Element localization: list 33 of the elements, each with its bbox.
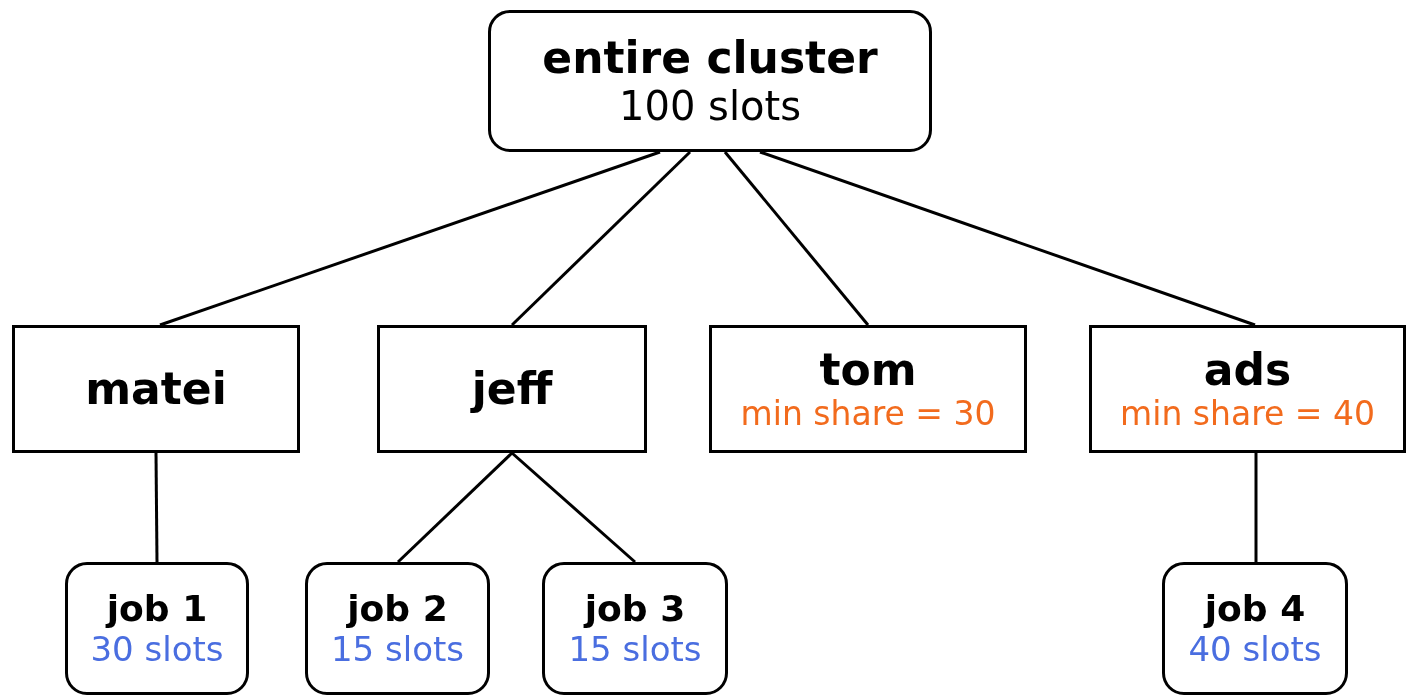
node-subtitle: 100 slots [619, 83, 801, 130]
node-subtitle: 30 slots [90, 629, 224, 669]
rounded-box [542, 562, 728, 695]
node-title: jeff [471, 363, 553, 415]
node-title: job 4 [1204, 588, 1306, 630]
box [377, 325, 647, 453]
connector-line [396, 451, 514, 564]
node-subtitle: 15 slots [330, 629, 465, 669]
connector-line [511, 451, 636, 564]
node-title: job 1 [106, 588, 208, 630]
node-subtitle: 15 slots [568, 629, 702, 669]
connector-line [510, 150, 692, 327]
rounded-box [1162, 562, 1348, 695]
connector-line [1254, 453, 1258, 562]
box [709, 325, 1027, 453]
node-title: tom [819, 344, 917, 396]
node-title: entire cluster [542, 32, 878, 84]
connector-line [723, 151, 870, 326]
rounded-box [65, 562, 249, 695]
node-subtitle: min share = 30 [740, 395, 996, 434]
rounded-box [488, 10, 932, 152]
node-subtitle: min share = 40 [1120, 395, 1375, 434]
node-title: ads [1203, 344, 1292, 396]
rounded-box [305, 562, 490, 695]
node-title: job 2 [347, 588, 448, 630]
box [1089, 325, 1406, 453]
connector-line [759, 150, 1256, 327]
node-title: job 3 [584, 588, 686, 630]
node-subtitle: 40 slots [1188, 629, 1322, 669]
box [12, 325, 300, 453]
connector-line [159, 150, 661, 327]
node-title: matei [85, 363, 227, 415]
connector-line [154, 453, 159, 562]
